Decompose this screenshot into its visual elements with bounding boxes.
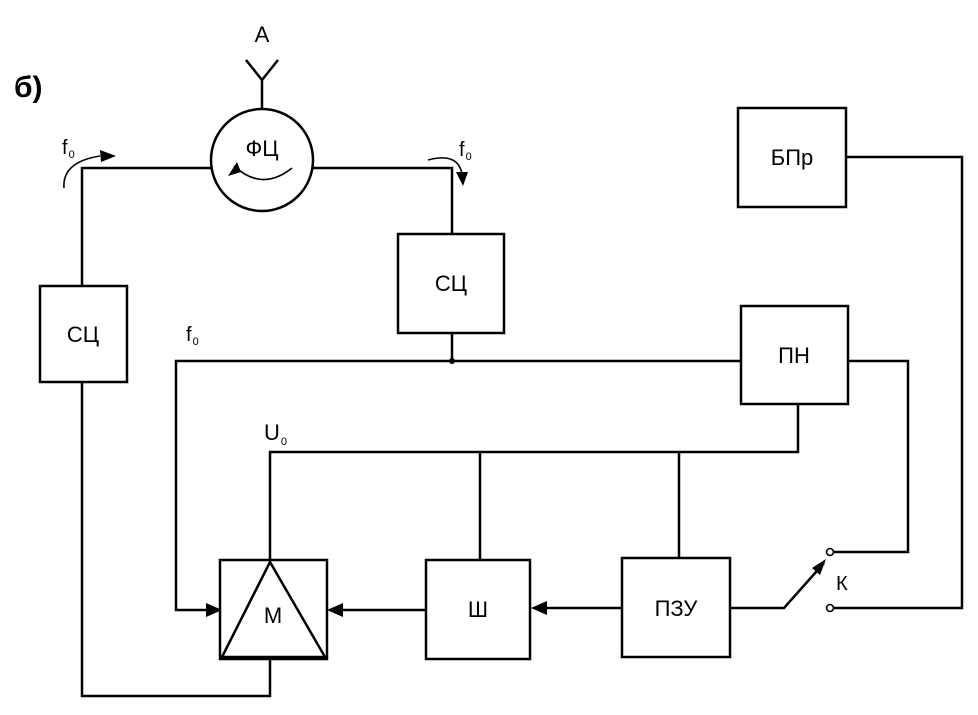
- junction-dot: [449, 358, 455, 364]
- block-bpr: БПр: [736, 106, 848, 209]
- arrowhead-pzu-to-sh: [531, 601, 547, 615]
- switch-contact-lower: [825, 603, 835, 613]
- block-m: М: [218, 558, 329, 661]
- block-sc-left: СЦ: [38, 284, 129, 384]
- circulator-rotation-icon: [228, 162, 241, 176]
- switch-label: К: [836, 573, 848, 595]
- block-sh-label: Ш: [468, 597, 488, 622]
- block-sc-left-label: СЦ: [67, 322, 99, 347]
- antenna-label: A: [255, 22, 270, 47]
- block-m-label: М: [264, 603, 282, 628]
- block-sc-right: СЦ: [396, 232, 506, 335]
- switch-contact-upper: [825, 547, 835, 557]
- block-bpr-label: БПр: [771, 145, 814, 170]
- f0-right-curve-arrow-icon: [427, 157, 468, 186]
- block-pzu: ПЗУ: [620, 556, 732, 659]
- arrowhead-f0-to-m: [206, 603, 222, 617]
- signal-u0: U0: [264, 420, 287, 448]
- figure-label: б): [14, 71, 43, 104]
- wires: [80, 155, 964, 698]
- circulator-fc: ФЦ: [209, 107, 315, 213]
- signal-f0-left: f0: [62, 137, 75, 161]
- arrowhead-switch: [812, 559, 826, 575]
- block-sc-right-label: СЦ: [435, 271, 467, 296]
- block-pn-label: ПН: [778, 343, 810, 368]
- antenna-icon: [245, 59, 279, 108]
- circulator-label: ФЦ: [246, 136, 279, 161]
- signal-f0-mid: f0: [186, 324, 199, 348]
- arrowhead-sh-to-m: [327, 603, 343, 617]
- f0-left-curve-arrow-icon: [63, 150, 116, 189]
- block-pn: ПН: [739, 304, 850, 406]
- block-sh: Ш: [424, 558, 532, 661]
- signal-f0-right: f0: [459, 139, 472, 163]
- block-pzu-label: ПЗУ: [655, 596, 699, 621]
